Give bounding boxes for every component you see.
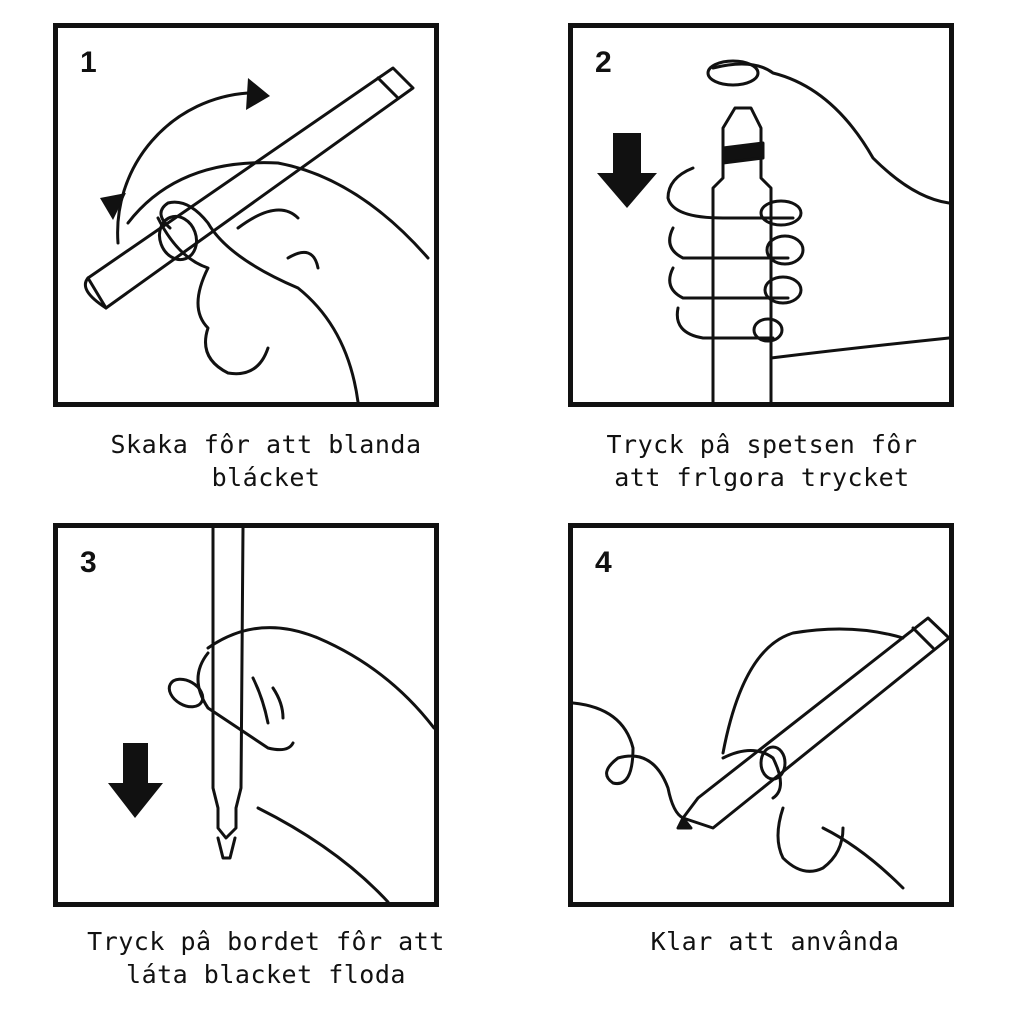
marker-pen [711,106,773,402]
press-tip-illustration [597,59,949,402]
step-4-panel: 4 [568,523,954,907]
step-number: 3 [80,546,97,579]
step-number: 2 [595,46,612,79]
caption-line: Skaka fôr att blanda [110,430,422,459]
caption-line: blácket [211,463,321,492]
ready-to-write-illustration [573,616,949,890]
step-1-caption: Skaka fôr att blanda blácket [46,428,486,494]
step-4-caption: Klar att anvânda [555,925,995,958]
shake-arc-arrow-icon [116,91,250,245]
caption-line: Klar att anvânda [650,927,900,956]
caption-line: Tryck pâ spetsen fôr [606,430,918,459]
step-3-panel: 3 [53,523,439,907]
step-2-panel: 2 [568,23,954,407]
down-arrow-icon [108,743,163,818]
ink-scribble [573,701,685,820]
marker-pen [211,528,245,840]
tap-on-table-illustration [108,528,434,902]
step-number: 1 [80,46,97,79]
caption-line: att frlgora trycket [614,463,910,492]
down-arrow-icon [597,133,657,208]
marker-pen [681,616,949,830]
shake-pen-illustration [83,66,430,402]
caption-line: láta blacket floda [126,960,406,989]
step-number: 4 [595,546,612,579]
marker-pen [86,66,415,310]
step-3-caption: Tryck pâ bordet fôr att láta blacket flo… [46,925,486,991]
caption-line: Tryck pâ bordet fôr att [87,927,445,956]
step-1-panel: 1 [53,23,439,407]
step-2-caption: Tryck pâ spetsen fôr att frlgora trycket [542,428,982,494]
